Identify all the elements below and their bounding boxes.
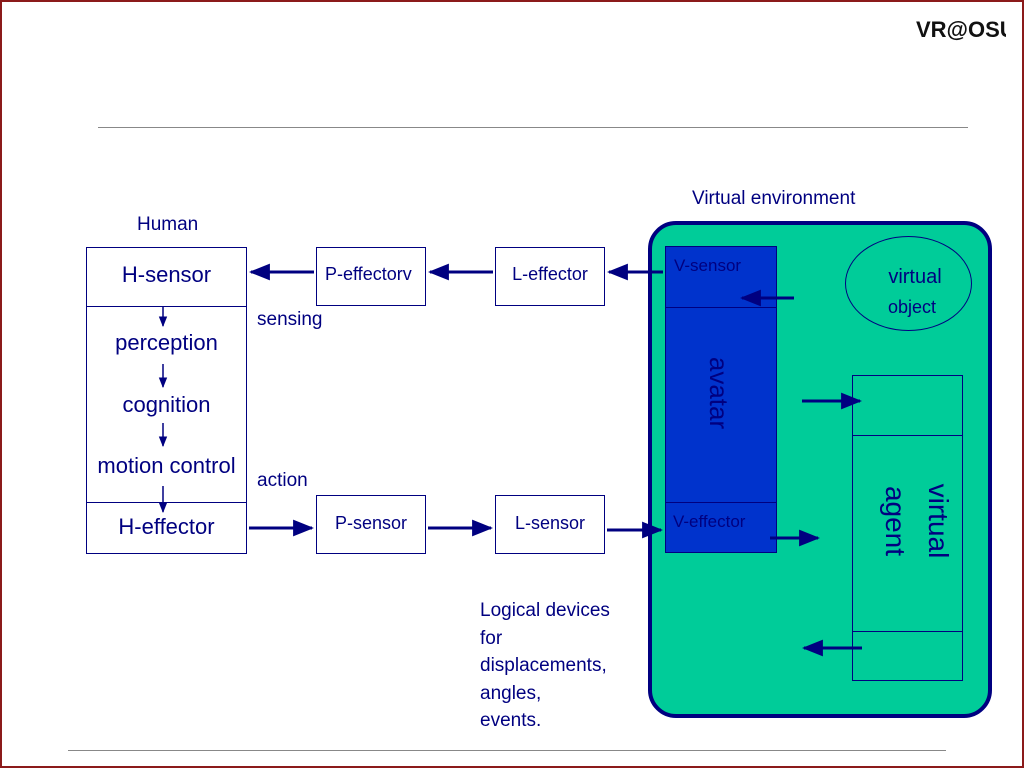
p-sensor-label: P-sensor	[334, 513, 408, 533]
virtual-object-line2: object	[887, 297, 937, 317]
cognition-label: cognition	[122, 392, 211, 417]
action-label: action	[257, 470, 308, 491]
l-effector-box	[495, 247, 605, 306]
note-line-2: for	[480, 627, 503, 649]
agent-bottom-divider	[852, 631, 963, 632]
note-line-1: Logical devices	[480, 600, 610, 621]
h-sensor-label: H-sensor	[121, 262, 212, 287]
avatar-column	[665, 246, 777, 553]
p-effector-box	[316, 247, 426, 306]
h-effector-label: H-effector	[118, 514, 215, 539]
agent-top-divider	[852, 435, 963, 436]
h-effector-divider	[86, 502, 247, 503]
p-effector-label: P-effectorv	[325, 264, 412, 284]
virtual-agent	[852, 375, 963, 681]
virtual-object	[845, 236, 972, 331]
motion-control-label: motion control	[97, 453, 236, 478]
perception-label: perception	[115, 330, 218, 355]
virtual-environment-label: Virtual environment	[692, 188, 856, 209]
l-sensor-label: L-sensor	[514, 513, 586, 533]
note-line-5: events.	[480, 710, 542, 731]
bottom-rule	[68, 750, 946, 751]
logical-devices-note: Logical devices for displacements, angle…	[480, 597, 610, 735]
note-line-3: displacements,	[480, 655, 607, 676]
v-effector-label: V-effector	[673, 512, 746, 531]
human-label: Human	[137, 214, 199, 235]
h-sensor-divider	[86, 306, 247, 307]
v-sensor-label: V-sensor	[674, 256, 742, 275]
v-effector-divider	[665, 502, 777, 503]
v-sensor-divider	[665, 307, 777, 308]
vr-osu-logo: VR@OSU	[914, 14, 1016, 51]
sensing-label: sensing	[257, 309, 323, 330]
l-sensor-box	[495, 495, 605, 554]
l-effector-label: L-effector	[512, 264, 588, 284]
note-line-4: angles,	[480, 682, 542, 704]
top-rule	[98, 127, 968, 128]
logo-text: VR@OSU	[916, 17, 1006, 42]
virtual-object-line1: virtual	[888, 266, 942, 288]
p-sensor-box	[316, 495, 426, 554]
